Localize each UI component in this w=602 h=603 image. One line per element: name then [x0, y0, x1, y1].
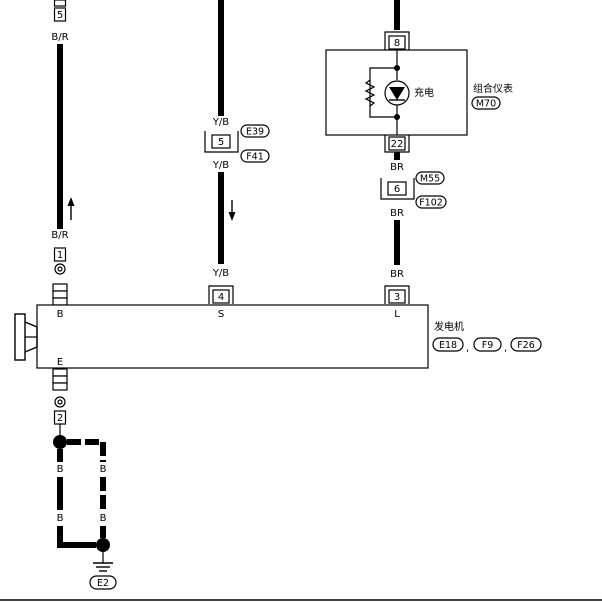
- wire-color-middle-mid: Y/B: [212, 160, 229, 171]
- pin-box-right-mid: [387, 181, 407, 196]
- connector-badge-f102: [415, 195, 447, 209]
- pin-box-left-top: [53, 7, 67, 22]
- pin-box-middle-bottom: [212, 289, 230, 304]
- connector-badge-e18: [432, 337, 464, 352]
- charge-lamp-icon: [384, 80, 410, 106]
- terminal-ring: [53, 0, 67, 7]
- charge-lamp-circuit: [364, 50, 410, 135]
- middle-wire: Y/B 5 E39 F41 Y/B Y/B 4: [204, 0, 270, 304]
- connector-m70: M70: [476, 99, 496, 110]
- connector-badge-e2: [89, 575, 117, 590]
- wire-color-left-bottom: B/R: [51, 230, 68, 241]
- combination-meter-title: 组合仪表: [473, 82, 513, 95]
- connector-badge-f26: [510, 337, 542, 352]
- wire-color-left-top: B/R: [51, 32, 68, 43]
- terminal-s: S: [218, 309, 224, 320]
- terminal-b: B: [57, 309, 64, 320]
- pin-right-bottom: 3: [394, 292, 400, 303]
- ground-icon: [93, 562, 113, 572]
- splice-top: [53, 435, 67, 449]
- pin-right-mid: 6: [394, 184, 400, 195]
- wire-color-middle-top: Y/B: [212, 117, 229, 128]
- pin-left-top: 5: [57, 10, 63, 21]
- connector-f102: F102: [419, 198, 443, 209]
- connector-e18: E18: [439, 340, 457, 351]
- pin-box-right-bottom: [388, 289, 406, 304]
- ground-wire-right-bottom: B: [100, 513, 107, 524]
- pin-box-right-top: [388, 35, 406, 50]
- ground-wire-right-top: B: [100, 464, 107, 475]
- connector-badge-m70: [471, 96, 501, 110]
- connector-badge-e39: [240, 124, 270, 138]
- ground-circuit: 2 B B B B E2: [52, 368, 117, 590]
- arrow-up-icon: [67, 197, 75, 220]
- arrow-down-icon: [228, 200, 236, 221]
- connector-f26: F26: [517, 340, 535, 351]
- connector-f9: F9: [482, 340, 494, 351]
- terminal-e: E: [57, 357, 63, 368]
- pin-box-middle: [211, 134, 231, 149]
- ground-wire-left-bottom: B: [57, 513, 64, 524]
- pin-middle-bottom: 4: [218, 292, 224, 303]
- connector-e2: E2: [97, 578, 109, 589]
- connector-f41: F41: [246, 152, 264, 163]
- right-wire: 8 充电 组合仪表 M70 22: [325, 0, 513, 304]
- generator-title: 发电机: [434, 320, 464, 333]
- connector-badge-f41: [240, 149, 270, 163]
- pulley-icon: [14, 313, 38, 361]
- left-wire: 5 B/R B/R 1: [51, 0, 75, 306]
- separator-1: ,: [466, 343, 469, 354]
- connector-badge-f9: [473, 337, 502, 352]
- terminal-l: L: [394, 309, 400, 320]
- connector-e39: E39: [246, 127, 264, 138]
- resistor-icon: [364, 79, 376, 107]
- wire-color-right-top: BR: [390, 162, 404, 173]
- pin-right-top: 8: [394, 38, 400, 49]
- separator-2: ,: [504, 343, 507, 354]
- wire-color-right-bottom: BR: [390, 269, 404, 280]
- pin-ground: 2: [57, 413, 63, 424]
- pin-right-lower: 22: [391, 139, 404, 150]
- connector-badge-m55: [415, 171, 445, 185]
- connector-m55: M55: [420, 174, 440, 185]
- splice-bottom: [96, 538, 110, 552]
- wire-color-middle-bottom: Y/B: [212, 268, 229, 279]
- charge-lamp-label: 充电: [414, 86, 434, 99]
- pin-middle-connector: 5: [218, 137, 224, 148]
- generator: B S L E 发电机 E18 , F9 , F26: [14, 304, 542, 369]
- ground-wire-left-top: B: [57, 464, 64, 475]
- wire-color-right-mid: BR: [390, 208, 404, 219]
- terminal-ring-icon: [54, 263, 66, 275]
- pin-left-bottom: 1: [57, 250, 63, 261]
- pin-box-right-lower: [388, 136, 406, 151]
- pin-box-left-bottom: [53, 247, 67, 262]
- generator-box: [36, 304, 429, 369]
- terminal-ring-icon: [54, 396, 66, 408]
